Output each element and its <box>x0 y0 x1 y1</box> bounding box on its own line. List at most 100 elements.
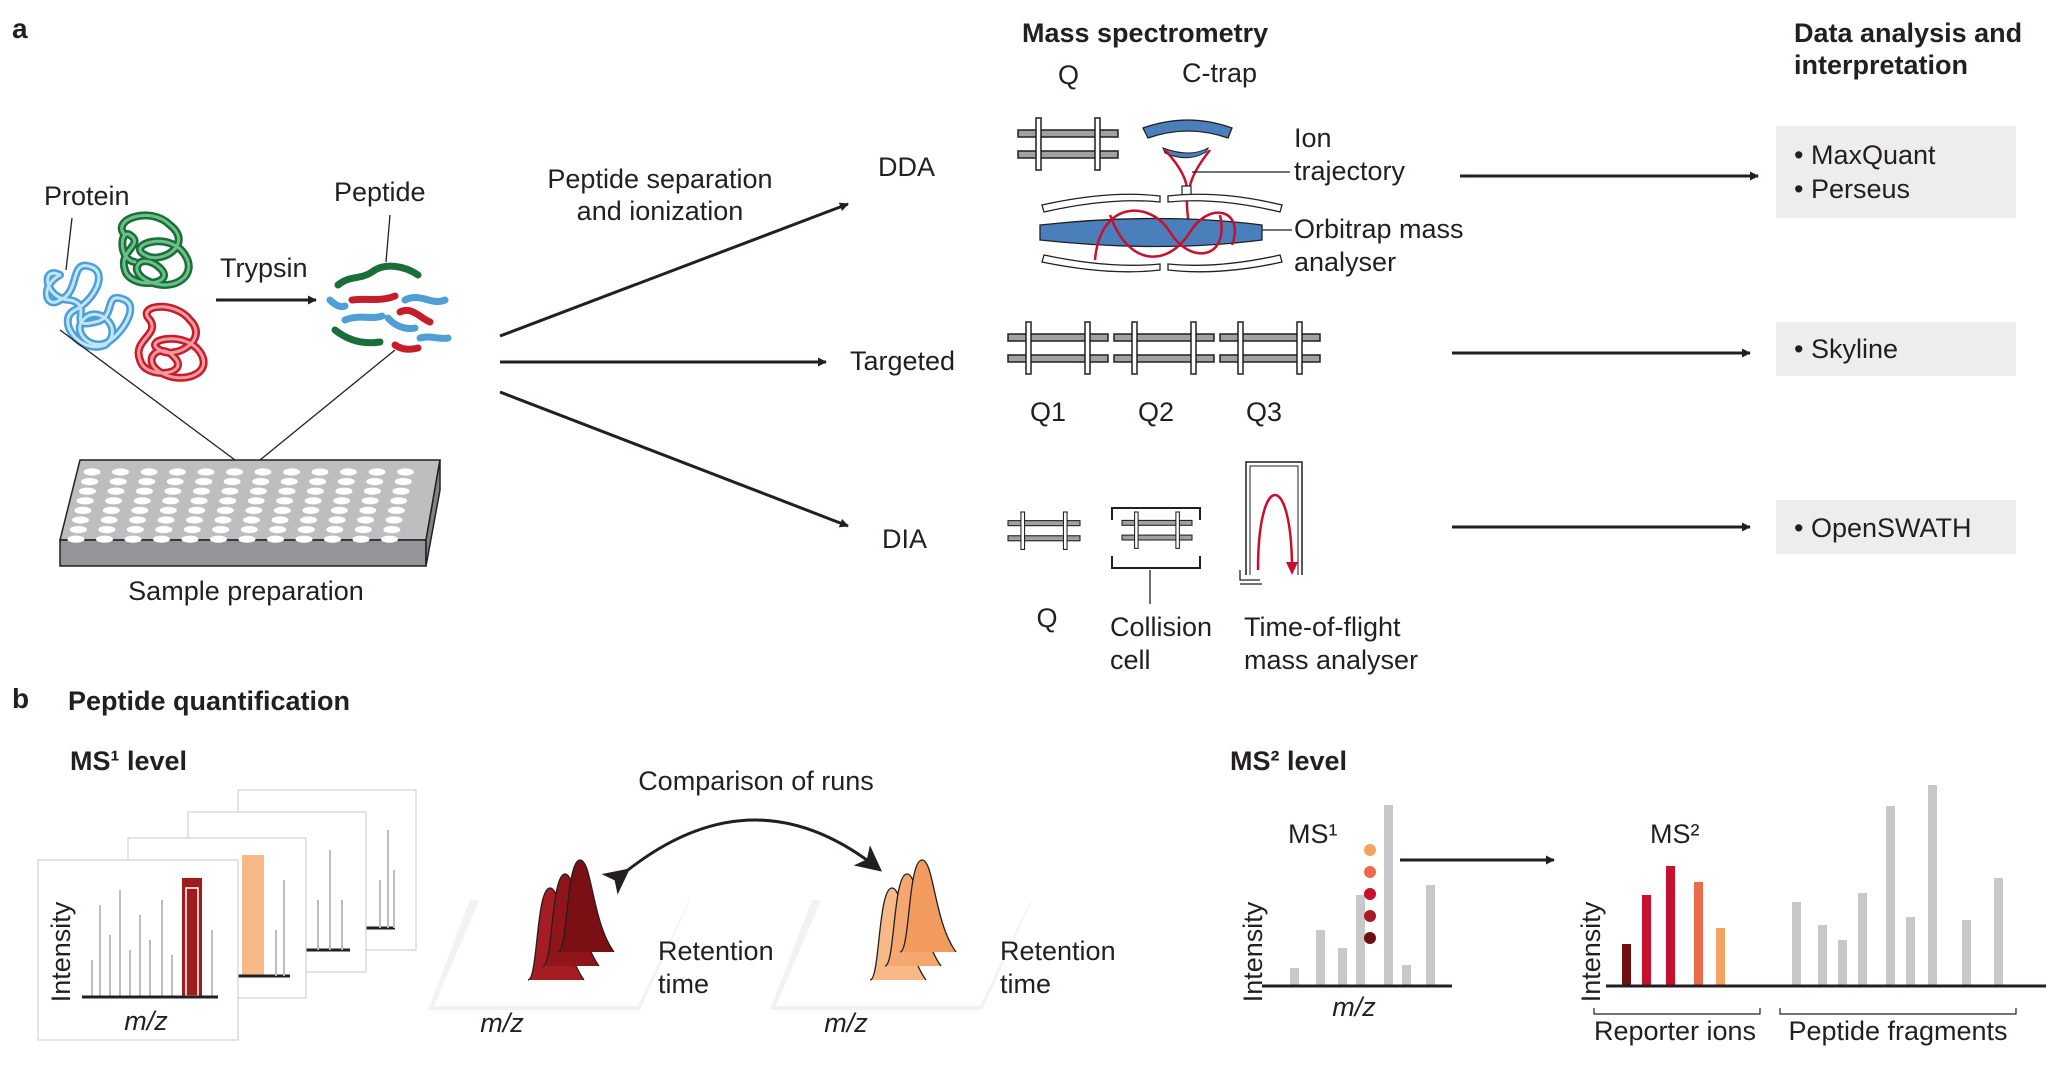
plate-well <box>157 516 175 524</box>
q3-label: Q3 <box>1246 397 1282 427</box>
plate-well <box>397 468 414 476</box>
plate-well <box>381 535 398 543</box>
fragment-bar <box>1792 902 1801 986</box>
plate-well <box>112 468 129 476</box>
plate-well <box>368 468 386 476</box>
plate-well <box>219 497 237 505</box>
separation-label-line2: and ionization <box>577 196 744 226</box>
plate-well <box>394 478 412 486</box>
plate-well <box>140 468 158 476</box>
ms1-tag: MS¹ <box>1288 819 1338 849</box>
plate-well <box>197 468 215 476</box>
protein-coils-icon <box>42 211 208 382</box>
plate-well <box>335 487 353 495</box>
plate-well <box>273 506 291 514</box>
time-of-flight-icon <box>1239 461 1303 585</box>
plate-well <box>166 478 184 486</box>
plate-well <box>304 497 322 505</box>
trypsin-label: Trypsin <box>220 253 308 283</box>
plate-well <box>107 487 125 495</box>
collision-line2: cell <box>1110 645 1151 675</box>
plate-well <box>330 506 348 514</box>
plate-well <box>129 516 147 524</box>
plate-well <box>133 497 151 505</box>
plate-well <box>124 535 142 543</box>
dda-arrow <box>499 202 849 338</box>
plate-well <box>252 478 270 486</box>
ms2-level-ms1-spectrum: Intensity MS¹ m/z <box>1238 805 1452 1022</box>
q1-label: Q1 <box>1030 397 1066 427</box>
peptide-label: Peptide <box>334 177 426 207</box>
run-2-retention-line1: Retention <box>1000 936 1116 966</box>
method-targeted: Targeted <box>850 346 955 376</box>
collision-line1: Collision <box>1110 612 1212 642</box>
mass-spectrometry-header: Mass spectrometry <box>1022 18 1268 48</box>
plate-well <box>359 506 377 514</box>
method-dda: DDA <box>878 152 935 182</box>
plate-well <box>311 468 329 476</box>
plate-well <box>383 526 401 534</box>
q2-quadrupole-icon <box>1113 321 1215 375</box>
plate-well <box>390 497 408 505</box>
plate-well <box>297 526 315 534</box>
plate-well <box>354 526 372 534</box>
protein-label: Protein <box>44 181 130 211</box>
plate-well <box>337 478 355 486</box>
run-1-retention-line2: time <box>658 969 709 999</box>
plate-well <box>306 487 324 495</box>
fragment-bar <box>1928 785 1937 986</box>
ms2-ms1-mz-label: m/z <box>1332 992 1376 1022</box>
orbitrap-icon <box>1039 193 1283 273</box>
plate-well <box>302 506 320 514</box>
method-dia: DIA <box>882 524 927 554</box>
plate-well <box>69 526 87 534</box>
plate-well <box>216 506 234 514</box>
plate-well <box>366 478 384 486</box>
run-1-3d-chromatogram: m/z Retention time <box>428 859 774 1038</box>
analysis-header-line1: Data analysis and <box>1794 18 2022 48</box>
dda-quadrupole-icon <box>1017 117 1119 171</box>
plate-well <box>131 506 149 514</box>
ms2-intensity-label: Intensity <box>1576 901 1606 1002</box>
plate-well <box>333 497 351 505</box>
reporter-ions-label: Reporter ions <box>1594 1016 1756 1046</box>
q3-quadrupole-icon <box>1219 321 1321 375</box>
plate-well <box>102 506 120 514</box>
ion-trajectory-line2: trajectory <box>1294 156 1406 186</box>
plate-well <box>109 478 127 486</box>
plate-well <box>300 516 318 524</box>
ms1-peak-bar <box>1316 930 1325 986</box>
software-maxquant: • MaxQuant <box>1794 140 1936 170</box>
analysis-header-line2: interpretation <box>1794 50 1968 80</box>
plate-well <box>181 535 199 543</box>
fragment-bar <box>1818 925 1827 986</box>
plate-well <box>295 535 313 543</box>
dia-q-label: Q <box>1036 603 1057 633</box>
tof-line1: Time-of-flight <box>1244 612 1401 642</box>
chromatogram-peak <box>899 859 957 953</box>
plate-well <box>164 487 182 495</box>
plate-well <box>100 516 118 524</box>
collision-cell-icon <box>1111 507 1201 569</box>
highlighted-peak <box>182 878 202 996</box>
fragment-bar <box>1994 878 2003 986</box>
plate-well <box>247 497 265 505</box>
comparison-label: Comparison of runs <box>638 766 874 796</box>
reporter-ions-bracket <box>1593 1008 1761 1015</box>
plate-well <box>74 506 92 514</box>
plate-well <box>96 535 113 543</box>
plate-well <box>276 497 294 505</box>
dia-software-box <box>1776 500 2016 554</box>
targeted-instrument: Q1 Q2 Q3 <box>1007 321 1321 427</box>
panel-b-title: Peptide quantification <box>68 686 350 716</box>
plate-well <box>76 497 94 505</box>
plate-well <box>223 478 241 486</box>
orbitrap-line2: analyser <box>1294 247 1396 277</box>
ms1-intensity-label: Intensity <box>46 901 76 1002</box>
plate-well <box>226 468 243 476</box>
plate-well <box>105 497 123 505</box>
ms1-peak-bar <box>1290 968 1299 986</box>
plate-well <box>271 516 289 524</box>
plate-well <box>83 468 101 476</box>
panel-a-label: a <box>12 13 28 44</box>
